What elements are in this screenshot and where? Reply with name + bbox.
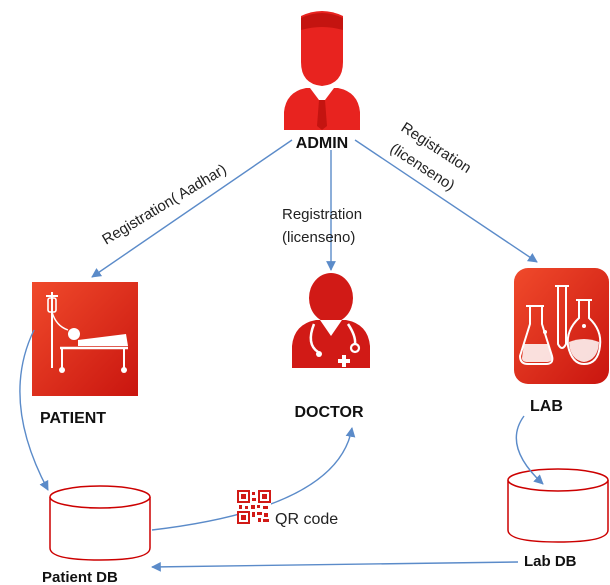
patient-db-to-doctor-arrow xyxy=(151,427,356,531)
patient-db-cylinder-icon xyxy=(49,485,151,561)
admin-to-patient-arrow xyxy=(91,139,293,278)
doctor-label: DOCTOR xyxy=(294,404,363,421)
lab-db-label: Lab DB xyxy=(524,553,577,570)
edge-label-admin-patient: Registration( Aadhar) xyxy=(99,161,229,249)
admin-user-icon xyxy=(284,11,360,130)
edge-label-admin-doctor-line2: (licenseno) xyxy=(282,229,355,246)
admin-label: ADMIN xyxy=(296,135,348,152)
qr-code-label: QR code xyxy=(275,511,338,528)
edge-label-admin-doctor-line1: Registration xyxy=(282,206,362,223)
patient-to-patient-db-arrow xyxy=(19,329,49,491)
qr-code-icon xyxy=(237,490,271,524)
admin-to-lab-arrow xyxy=(354,139,538,263)
patient-db-label: Patient DB xyxy=(42,569,118,585)
doctor-icon xyxy=(292,273,370,368)
patient-label: PATIENT xyxy=(40,410,106,427)
lab-flasks-icon xyxy=(514,268,609,384)
lab-db-to-patient-db-arrow xyxy=(151,561,519,572)
lab-db-cylinder-icon xyxy=(507,468,609,543)
hospital-bed-icon xyxy=(32,282,138,396)
lab-label: LAB xyxy=(530,398,563,415)
lab-to-lab-db-arrow xyxy=(515,415,544,485)
